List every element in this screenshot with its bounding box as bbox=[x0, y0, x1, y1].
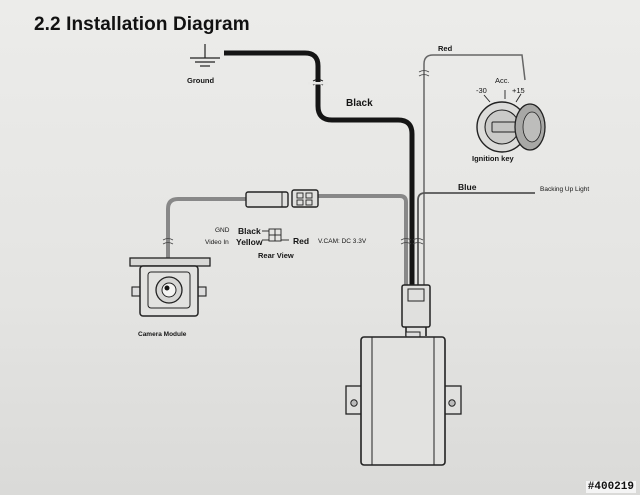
black-wire-label: Black bbox=[346, 98, 373, 109]
control-box bbox=[345, 331, 462, 466]
ground-label: Ground bbox=[187, 76, 215, 85]
rear-view-label: Rear View bbox=[258, 251, 294, 260]
blue-wire-label: Blue bbox=[458, 182, 477, 192]
rear-view-connector-icon bbox=[262, 228, 289, 242]
backing-up-light-label: Backing Up Light bbox=[540, 186, 590, 193]
video-connector-male bbox=[291, 189, 319, 208]
black-wire bbox=[224, 50, 415, 285]
watermark: #400219 bbox=[585, 481, 636, 493]
video-in-label: Video In bbox=[205, 239, 229, 246]
connector-black-label: Black bbox=[238, 226, 261, 236]
ignition-acc-label: Acc. bbox=[495, 76, 510, 85]
camera-module-label: Camera Module bbox=[138, 331, 187, 338]
video-connector-female bbox=[245, 191, 289, 208]
ignition-minus30-label: -30 bbox=[476, 86, 487, 95]
blue-wire bbox=[417, 192, 535, 285]
ignition-key-label: Ignition key bbox=[472, 154, 514, 163]
vcam-label: V.CAM: DC 3.3V bbox=[318, 238, 367, 245]
connector-red-label: Red bbox=[293, 236, 310, 246]
harness-connector bbox=[401, 284, 431, 336]
red-wire-label: Red bbox=[438, 44, 453, 53]
ignition-key-icon bbox=[476, 90, 546, 153]
gnd-label: GND bbox=[215, 227, 230, 234]
video-wire bbox=[318, 194, 408, 285]
connector-yellow-label: Yellow bbox=[236, 237, 263, 247]
red-wire bbox=[423, 54, 526, 285]
ground-icon bbox=[190, 44, 220, 67]
camera-module-icon bbox=[129, 257, 211, 317]
page-title: 2.2 Installation Diagram bbox=[34, 14, 250, 35]
ignition-plus15-label: +15 bbox=[512, 86, 525, 95]
